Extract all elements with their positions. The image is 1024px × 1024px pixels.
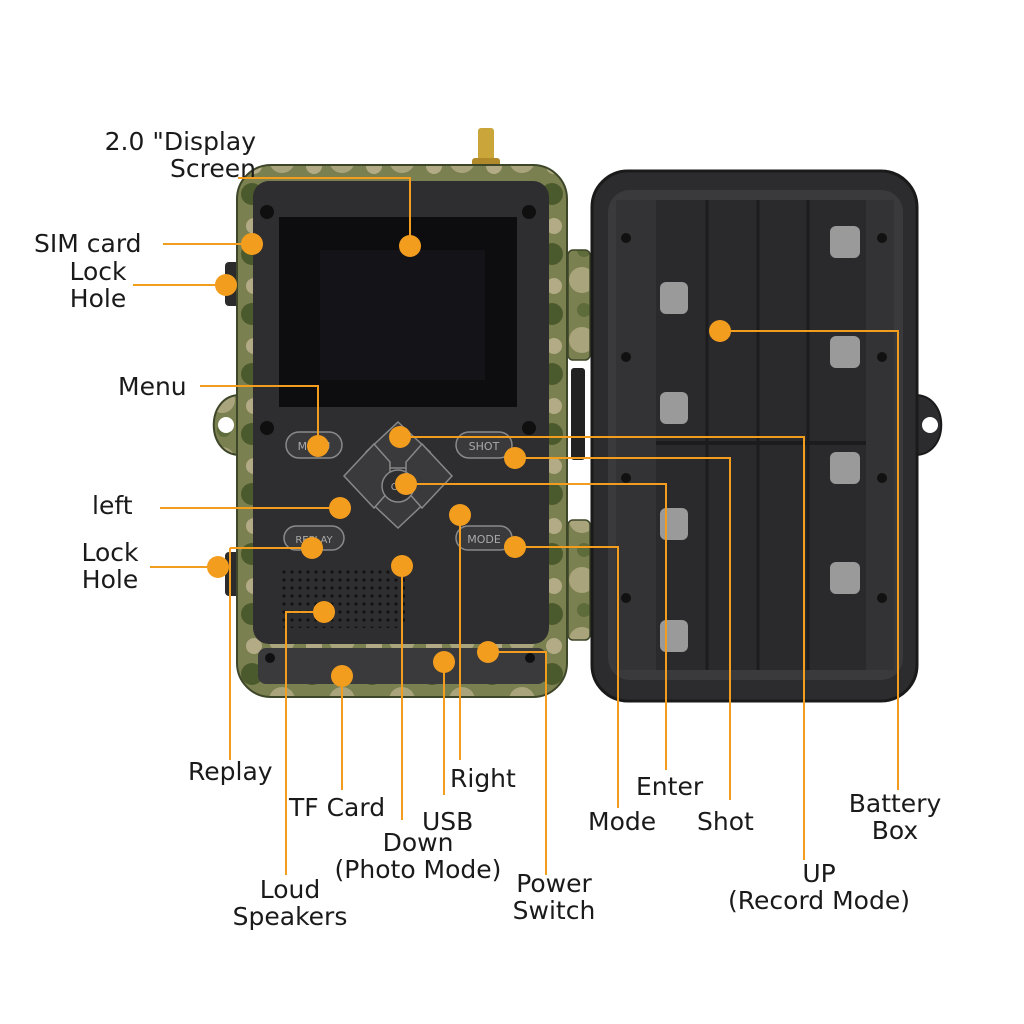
label-lock-hole-top-line2: Hole — [69, 284, 127, 313]
label-down-line1: Down — [382, 828, 454, 857]
battery-box — [656, 200, 866, 670]
label-up: UP (Record Mode) — [704, 860, 934, 914]
label-usb: USB — [422, 807, 474, 836]
dot-sim-card — [241, 233, 263, 255]
label-enter: Enter — [636, 772, 704, 801]
dot-display-screen — [399, 235, 421, 257]
battery-case — [590, 169, 943, 703]
label-lock-hole-top-line1: Lock — [69, 257, 127, 286]
label-display-screen: 2.0 "Display Screen — [105, 128, 256, 182]
label-lock-hole-bottom-line2: Hole — [81, 565, 139, 594]
label-display-screen-line2: Screen — [170, 154, 256, 183]
label-replay: Replay — [188, 757, 273, 786]
label-battery-box-line1: Battery — [848, 789, 942, 818]
label-left: left — [92, 491, 133, 520]
dot-down — [391, 555, 413, 577]
label-menu: Menu — [118, 372, 187, 401]
shot-button[interactable] — [455, 431, 513, 459]
dot-lock-hole-top — [215, 274, 237, 296]
label-up-line1: UP — [802, 859, 836, 888]
label-sim-card: SIM card — [34, 229, 142, 258]
label-down-line2: (Photo Mode) — [334, 855, 502, 884]
label-loud-speakers: Loud Speakers — [224, 876, 356, 930]
label-loud-speakers-line1: Loud — [259, 875, 321, 904]
dot-enter — [395, 473, 417, 495]
label-battery-box-line2: Box — [871, 816, 919, 845]
camera-body: MENU SHOT REPLAY MODE OK — [212, 128, 568, 698]
label-battery-box: Battery Box — [840, 790, 950, 844]
label-lock-hole-bottom-line1: Lock — [81, 538, 139, 567]
dot-lock-hole-bottom — [207, 556, 229, 578]
callout-dots — [207, 233, 731, 687]
label-power-switch-line2: Switch — [512, 896, 596, 925]
shot-button-text: SHOT — [469, 440, 500, 453]
dot-power-switch — [477, 641, 499, 663]
callout-lines — [133, 177, 899, 875]
label-power-switch: Power Switch — [502, 870, 606, 924]
label-up-line2: (Record Mode) — [728, 886, 910, 915]
dot-tf-card — [331, 665, 353, 687]
label-display-screen-line1: 2.0 "Display — [104, 127, 256, 156]
speaker-grille — [280, 570, 405, 628]
dot-shot — [504, 447, 526, 469]
label-lock-hole-top: Lock Hole — [58, 258, 138, 312]
dot-battery-box — [709, 320, 731, 342]
dot-usb — [433, 651, 455, 673]
label-right: Right — [450, 764, 516, 793]
dot-mode — [504, 536, 526, 558]
label-mode: Mode — [588, 807, 657, 836]
label-shot: Shot — [697, 807, 754, 836]
dot-replay — [301, 537, 323, 559]
dot-right — [449, 504, 471, 526]
dot-loud-speakers — [313, 601, 335, 623]
label-down: Down (Photo Mode) — [318, 829, 518, 883]
hinges — [567, 249, 591, 641]
dot-up — [389, 426, 411, 448]
label-tf-card: TF Card — [289, 793, 386, 822]
label-loud-speakers-line2: Speakers — [232, 902, 348, 931]
label-lock-hole-bottom: Lock Hole — [70, 539, 150, 593]
mode-button-text: MODE — [467, 533, 501, 546]
dot-menu — [307, 435, 329, 457]
label-power-switch-line1: Power — [516, 869, 592, 898]
dot-left — [329, 497, 351, 519]
